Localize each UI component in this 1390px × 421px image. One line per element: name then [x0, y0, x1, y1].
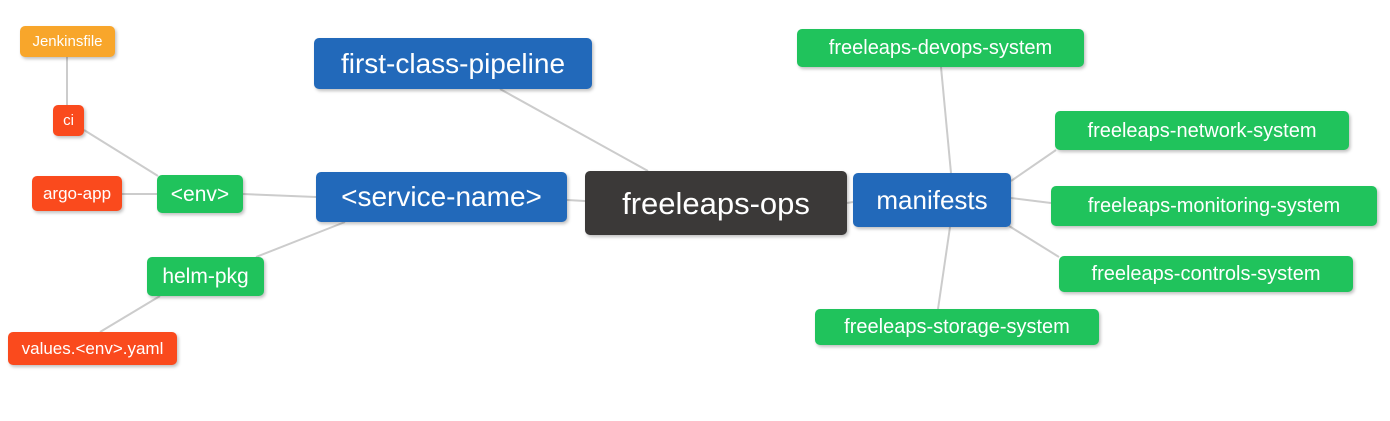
node-freeleaps-ops[interactable]: freeleaps-ops — [585, 171, 847, 235]
node-freeleaps-storage-system[interactable]: freeleaps-storage-system — [815, 309, 1099, 345]
node-manifests[interactable]: manifests — [853, 173, 1011, 227]
node-ci[interactable]: ci — [53, 105, 84, 136]
edge-manifests-controls — [1008, 225, 1060, 258]
edge-service-name-helm-pkg — [255, 221, 346, 258]
node-freeleaps-controls-system[interactable]: freeleaps-controls-system — [1059, 256, 1353, 292]
edge-manifests-storage — [937, 226, 951, 310]
node-service-name[interactable]: <service-name> — [316, 172, 567, 222]
edge-env-service-name — [242, 193, 317, 198]
edge-helm-pkg-values — [99, 295, 161, 333]
node-argo-app[interactable]: argo-app — [32, 176, 122, 211]
edge-manifests-monitoring — [1010, 197, 1052, 204]
node-jenkinsfile[interactable]: Jenkinsfile — [20, 26, 115, 57]
node-helm-pkg[interactable]: helm-pkg — [147, 257, 264, 296]
edge-manifests-devops — [940, 66, 952, 174]
node-first-class-pipeline[interactable]: first-class-pipeline — [314, 38, 592, 89]
edge-ci-env — [83, 129, 159, 177]
edge-pipeline-freeleaps-ops — [499, 88, 649, 172]
node-freeleaps-network-system[interactable]: freeleaps-network-system — [1055, 111, 1349, 150]
node-env[interactable]: <env> — [157, 175, 243, 213]
node-values-env-yaml[interactable]: values.<env>.yaml — [8, 332, 177, 365]
node-freeleaps-monitoring-system[interactable]: freeleaps-monitoring-system — [1051, 186, 1377, 226]
node-freeleaps-devops-system[interactable]: freeleaps-devops-system — [797, 29, 1084, 67]
edge-manifests-network — [1010, 149, 1057, 182]
edge-service-name-freeleaps-ops — [566, 199, 586, 202]
